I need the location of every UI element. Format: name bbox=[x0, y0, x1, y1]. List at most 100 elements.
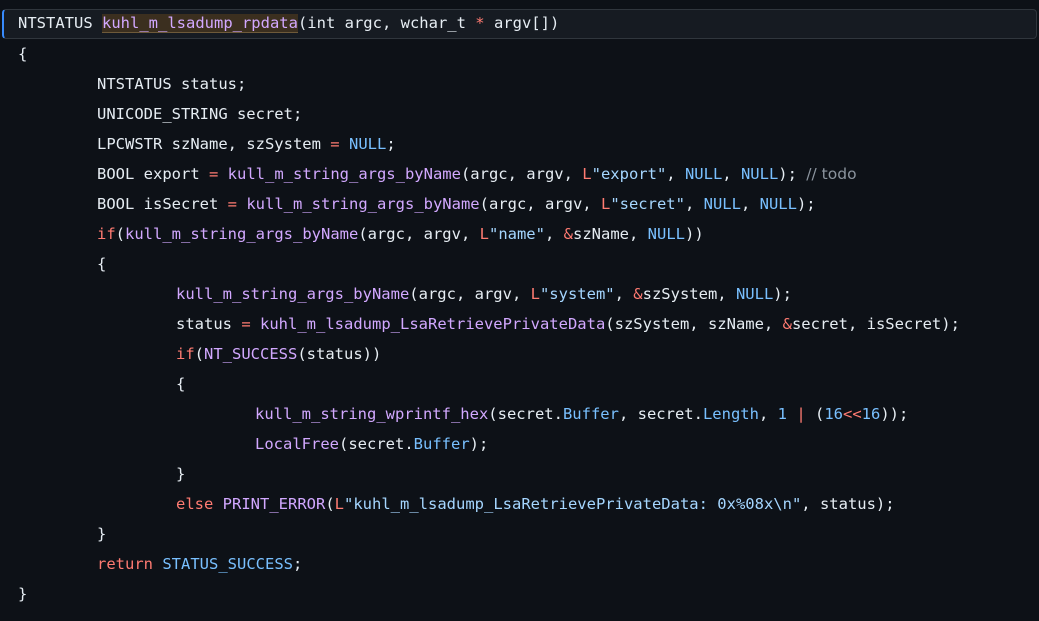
function-name: kull_m_string_args_byName bbox=[227, 165, 461, 183]
code-text: } bbox=[176, 465, 186, 483]
function-name: NT_SUCCESS bbox=[204, 345, 298, 363]
code-text: )) bbox=[684, 225, 704, 243]
code-line[interactable]: NTSTATUS status; bbox=[0, 69, 1039, 99]
code-comment: // todo bbox=[806, 165, 857, 183]
keyword: L bbox=[479, 225, 489, 243]
function-name: PRINT_ERROR bbox=[222, 495, 326, 513]
keyword: L bbox=[334, 495, 345, 513]
code-text: szSystem, bbox=[642, 285, 736, 303]
code-text: , status); bbox=[801, 495, 895, 513]
code-text: } bbox=[18, 585, 28, 603]
keyword: << bbox=[843, 405, 862, 423]
code-text: secret, isSecret); bbox=[791, 315, 960, 333]
code-text: ; bbox=[386, 135, 396, 153]
code-line[interactable]: if(NT_SUCCESS(status)) bbox=[0, 339, 1039, 369]
keyword: return bbox=[97, 555, 153, 573]
code-text bbox=[251, 315, 260, 333]
code-line[interactable]: kull_m_string_args_byName(argc, argv, L"… bbox=[0, 279, 1039, 309]
code-text bbox=[787, 405, 796, 423]
code-text: , bbox=[614, 285, 634, 303]
code-text bbox=[340, 135, 349, 153]
code-text: , bbox=[758, 405, 778, 423]
code-text: , bbox=[722, 165, 741, 183]
code-line[interactable]: kull_m_string_wprintf_hex(secret.Buffer,… bbox=[0, 399, 1039, 429]
keyword: else bbox=[176, 495, 214, 513]
keyword: = bbox=[241, 315, 251, 333]
code-text bbox=[213, 495, 222, 513]
code-text bbox=[237, 195, 246, 213]
code-text: UNICODE_STRING secret; bbox=[97, 105, 303, 123]
keyword: & bbox=[633, 285, 643, 303]
code-text: (secret. bbox=[339, 435, 414, 453]
code-text: LPCWSTR szName, szSystem bbox=[97, 135, 331, 153]
keyword: = bbox=[227, 195, 237, 213]
code-line[interactable]: } bbox=[0, 579, 1039, 609]
code-line[interactable]: if(kull_m_string_args_byName(argc, argv,… bbox=[0, 219, 1039, 249]
keyword: L bbox=[530, 285, 540, 303]
code-text: , bbox=[740, 195, 760, 213]
constant: NULL bbox=[348, 135, 387, 153]
code-text: (szSystem, szName, bbox=[605, 315, 783, 333]
code-line[interactable]: UNICODE_STRING secret; bbox=[0, 99, 1039, 129]
code-line[interactable]: status = kuhl_m_lsadump_LsaRetrievePriva… bbox=[0, 309, 1039, 339]
code-text: szName, bbox=[573, 225, 648, 243]
code-text: (argc, argv, bbox=[460, 165, 583, 183]
code-text: { bbox=[176, 375, 186, 393]
code-text: , bbox=[684, 195, 704, 213]
code-line[interactable]: LocalFree(secret.Buffer); bbox=[0, 429, 1039, 459]
code-line[interactable]: BOOL isSecret = kull_m_string_args_byNam… bbox=[0, 189, 1039, 219]
keyword: if bbox=[97, 225, 116, 243]
code-text: ( bbox=[805, 405, 825, 423]
function-name: kull_m_string_args_byName bbox=[246, 195, 480, 213]
code-line[interactable]: } bbox=[0, 459, 1039, 489]
code-text: ( bbox=[194, 345, 205, 363]
code-text: ( bbox=[325, 495, 335, 513]
code-text: { bbox=[18, 45, 28, 63]
code-line[interactable]: { bbox=[0, 249, 1039, 279]
code-text: ; bbox=[293, 555, 303, 573]
constant: STATUS_SUCCESS bbox=[162, 555, 293, 573]
function-name: kull_m_string_args_byName bbox=[125, 225, 359, 243]
code-text: , secret. bbox=[618, 405, 703, 423]
code-text: (secret. bbox=[488, 405, 563, 423]
code-line[interactable]: } bbox=[0, 519, 1039, 549]
constant: 1 bbox=[777, 405, 787, 423]
code-text: , bbox=[666, 165, 685, 183]
code-line[interactable]: LPCWSTR szName, szSystem = NULL; bbox=[0, 129, 1039, 159]
code-text: (argc, argv, bbox=[479, 195, 601, 213]
code-line[interactable]: return STATUS_SUCCESS; bbox=[0, 549, 1039, 579]
string-literal: "export" bbox=[591, 165, 667, 183]
code-text: NTSTATUS bbox=[18, 14, 102, 32]
code-line[interactable]: { bbox=[0, 39, 1039, 69]
code-line[interactable]: BOOL export = kull_m_string_args_byName(… bbox=[0, 159, 1039, 189]
keyword: L bbox=[582, 165, 592, 183]
function-name: kull_m_string_args_byName bbox=[176, 285, 410, 303]
constant: NULL bbox=[735, 285, 774, 303]
code-text: status bbox=[176, 315, 242, 333]
function-name: kull_m_string_wprintf_hex bbox=[255, 405, 489, 423]
code-text: BOOL export bbox=[97, 165, 209, 183]
constant: 16 bbox=[824, 405, 843, 423]
code-text: ( bbox=[115, 225, 126, 243]
string-literal: "kuhl_m_lsadump_LsaRetrievePrivateData: … bbox=[344, 495, 802, 513]
code-text: (status)) bbox=[297, 345, 382, 363]
code-text: (argc, argv, bbox=[409, 285, 531, 303]
code-line[interactable]: { bbox=[0, 369, 1039, 399]
keyword: = bbox=[208, 165, 219, 183]
keyword: | bbox=[796, 405, 806, 423]
keyword: & bbox=[563, 225, 573, 243]
string-literal: "name" bbox=[488, 225, 545, 243]
code-text: argv[]) bbox=[484, 14, 560, 32]
keyword: if bbox=[176, 345, 195, 363]
code-text: NTSTATUS status; bbox=[97, 75, 247, 93]
code-line[interactable]: else PRINT_ERROR(L"kuhl_m_lsadump_LsaRet… bbox=[0, 489, 1039, 519]
code-text: BOOL isSecret bbox=[97, 195, 228, 213]
selected-function-name: kuhl_m_lsadump_rpdata bbox=[102, 14, 298, 33]
function-name: LocalFree bbox=[255, 435, 339, 453]
code-line-current[interactable]: NTSTATUS kuhl_m_lsadump_rpdata(int argc,… bbox=[2, 9, 1037, 39]
code-text: { bbox=[97, 255, 107, 273]
constant: 16 bbox=[861, 405, 881, 423]
code-text: ); bbox=[778, 165, 807, 183]
keyword: & bbox=[782, 315, 792, 333]
